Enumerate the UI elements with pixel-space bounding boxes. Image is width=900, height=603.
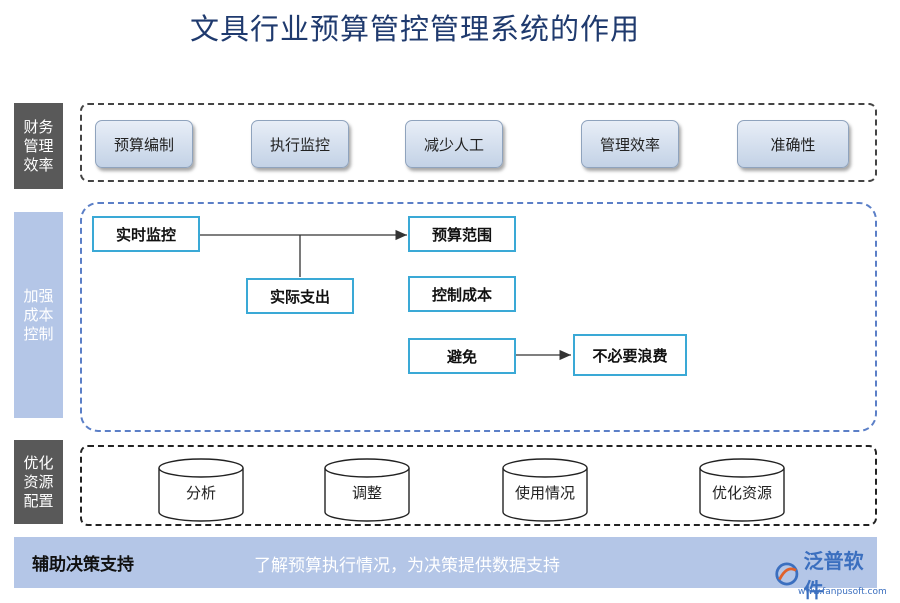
page-title: 文具行业预算管控管理系统的作用 — [189, 12, 640, 46]
cylinder-optimize: 优化资源 — [699, 458, 785, 522]
cylinder-shape — [699, 458, 785, 522]
brand-url: www.fanpusoft.com — [798, 587, 887, 597]
cylinder-shape — [158, 458, 244, 522]
efficiency-item-budgeting: 预算编制 — [95, 120, 193, 168]
section-label-efficiency: 财务管理效率 — [14, 103, 63, 189]
box-realtime-monitor: 实时监控 — [92, 216, 200, 252]
decision-support-bar: 辅助决策支持 了解预算执行情况，为决策提供数据支持 泛普软件 — [14, 537, 877, 602]
box-actual-spend: 实际支出 — [246, 278, 354, 314]
decision-support-title: 辅助决策支持 — [32, 555, 134, 575]
efficiency-item-accuracy: 准确性 — [737, 120, 849, 168]
box-budget-scope: 预算范围 — [408, 216, 516, 252]
brand-logo: 泛普软件 — [774, 545, 877, 603]
cylinder-label: 调整 — [351, 484, 382, 502]
box-unnecessary-waste: 不必要浪费 — [573, 334, 687, 376]
cylinder-shape — [502, 458, 588, 522]
cylinder-label: 使用情况 — [514, 484, 575, 502]
section-label-cost: 加强成本控制 — [14, 212, 63, 418]
cylinder-usage: 使用情况 — [502, 458, 588, 522]
section-label-resources: 优化资源配置 — [14, 440, 63, 524]
cost-control-frame — [80, 202, 877, 432]
box-control-cost: 控制成本 — [408, 276, 516, 312]
efficiency-item-monitoring: 执行监控 — [251, 120, 349, 168]
cylinder-label: 分析 — [185, 484, 216, 502]
efficiency-item-management: 管理效率 — [581, 120, 679, 168]
box-avoid: 避免 — [408, 338, 516, 374]
cylinder-adjust: 调整 — [324, 458, 410, 522]
brand-name: 泛普软件 — [803, 549, 864, 602]
section-label-text: 财务管理效率 — [23, 117, 54, 174]
efficiency-item-reduce-labor: 减少人工 — [405, 120, 503, 168]
brand-logo-icon — [775, 562, 799, 586]
cylinder-shape — [324, 458, 410, 522]
cylinder-analysis: 分析 — [158, 458, 244, 522]
decision-support-text: 了解预算执行情况，为决策提供数据支持 — [254, 556, 560, 576]
efficiency-frame — [80, 103, 877, 182]
section-label-text: 加强成本控制 — [23, 286, 54, 343]
resources-frame — [80, 445, 877, 526]
cylinder-label: 优化资源 — [711, 484, 772, 502]
section-label-text: 优化资源配置 — [23, 453, 54, 510]
